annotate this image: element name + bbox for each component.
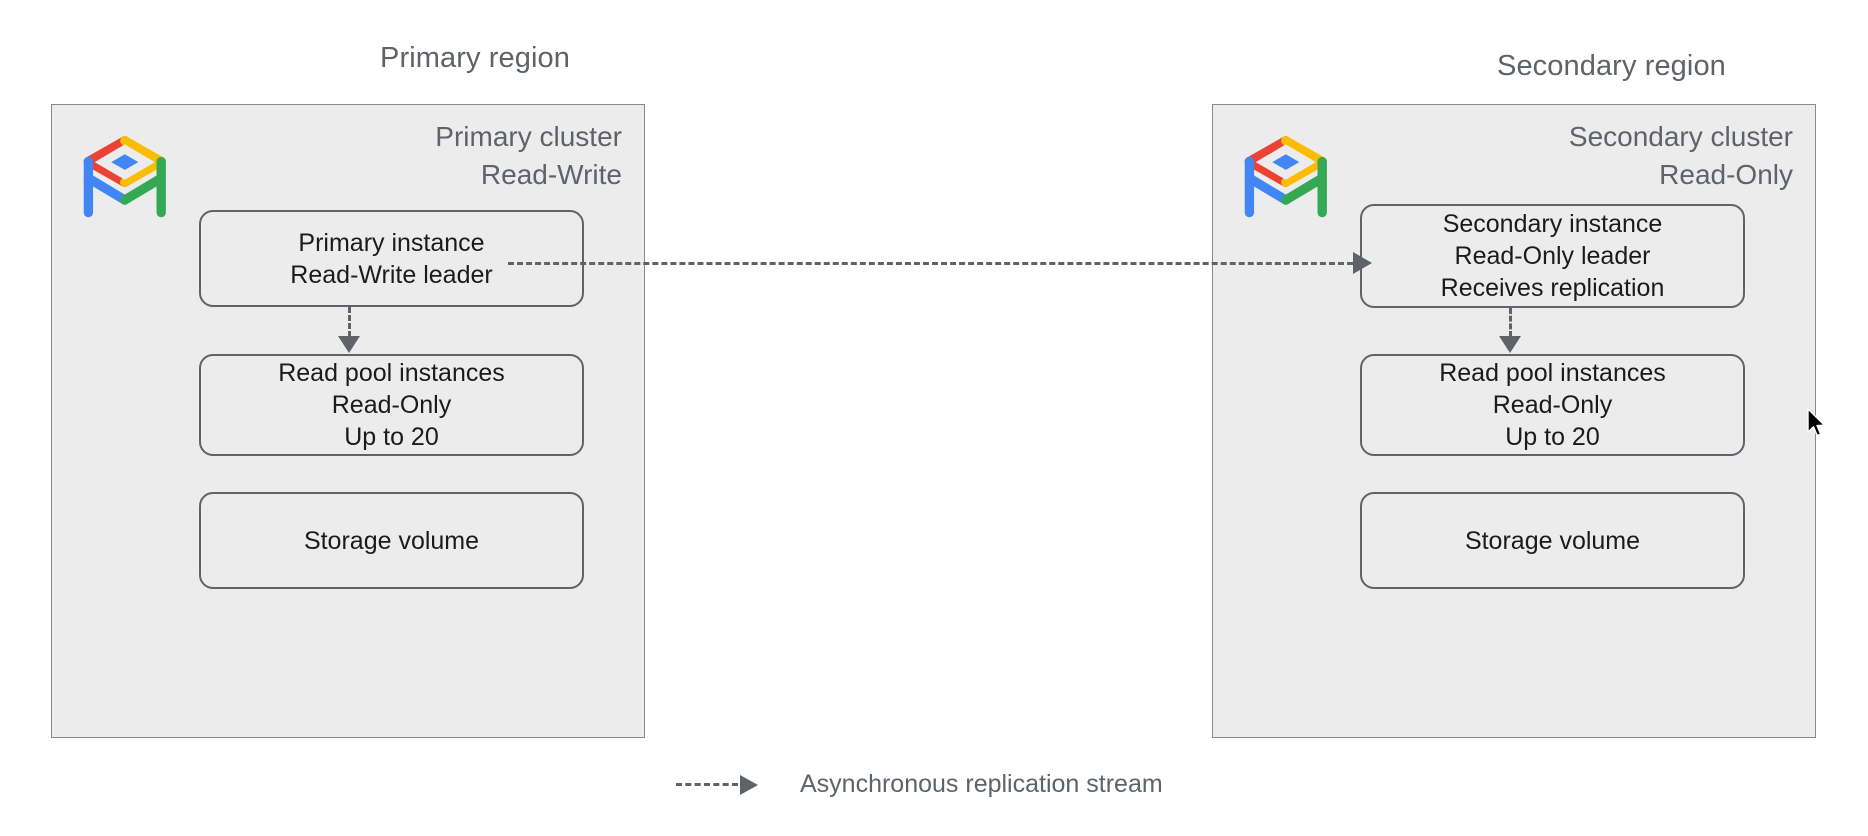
primary-instance-to-readpool-connector (348, 307, 351, 337)
primary-storage-volume-label: Storage volume (303, 526, 480, 555)
secondary-instance-to-readpool-connector (1509, 308, 1512, 337)
secondary-instance-label: Secondary instance Read-Only leader Rece… (1440, 210, 1665, 302)
secondary-region-title: Secondary region (1497, 50, 1726, 82)
secondary-read-pool-label: Read pool instances Read-Only Up to 20 (1439, 359, 1666, 451)
primary-region-title: Primary region (380, 42, 570, 74)
secondary-cluster-panel: Secondary cluster Read-Only Secondary in… (1212, 104, 1816, 738)
secondary-cluster-heading: Secondary cluster Read-Only (1568, 121, 1793, 190)
primary-read-pool-label: Read pool instances Read-Only Up to 20 (278, 359, 505, 451)
secondary-storage-volume-box[interactable]: Storage volume (1360, 492, 1745, 589)
replication-stream-arrowhead (1353, 252, 1372, 274)
secondary-instance-box[interactable]: Secondary instance Read-Only leader Rece… (1360, 204, 1745, 308)
legend: Asynchronous replication stream (676, 770, 1163, 799)
primary-cluster-heading: Primary cluster Read-Write (435, 121, 622, 190)
primary-instance-label: Primary instance Read-Write leader (290, 228, 493, 289)
replication-stream-line (508, 262, 1353, 265)
legend-arrowhead-icon (740, 774, 758, 795)
primary-instance-box[interactable]: Primary instance Read-Write leader (199, 210, 584, 307)
secondary-read-pool-box[interactable]: Read pool instances Read-Only Up to 20 (1360, 354, 1745, 456)
secondary-storage-volume-label: Storage volume (1464, 526, 1641, 555)
alloydb-logo-icon (1239, 121, 1343, 225)
primary-cluster-panel: Primary cluster Read-Write Primary insta… (51, 104, 645, 738)
legend-label: Asynchronous replication stream (800, 770, 1163, 798)
primary-instance-to-readpool-arrowhead (338, 336, 360, 353)
alloydb-logo-icon (78, 121, 182, 225)
primary-read-pool-box[interactable]: Read pool instances Read-Only Up to 20 (199, 354, 584, 456)
secondary-instance-to-readpool-arrowhead (1499, 336, 1521, 353)
primary-storage-volume-box[interactable]: Storage volume (199, 492, 584, 589)
legend-dashed-line-icon (676, 783, 738, 786)
